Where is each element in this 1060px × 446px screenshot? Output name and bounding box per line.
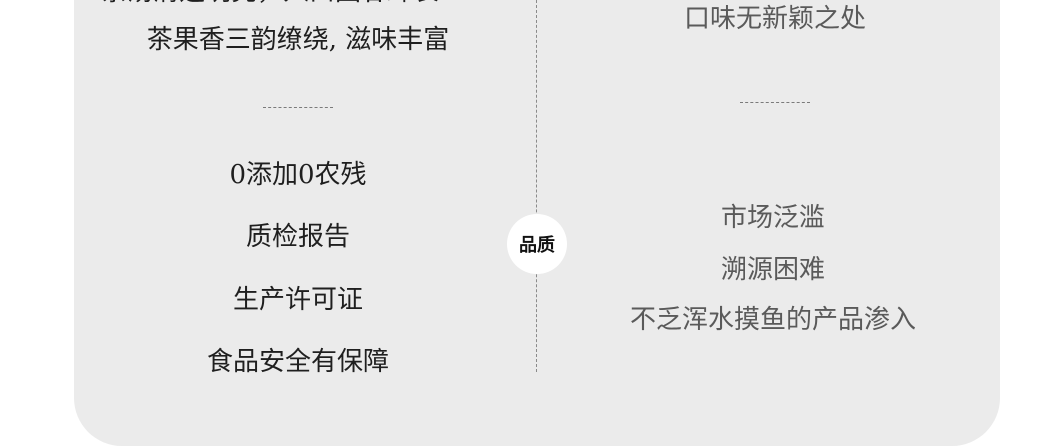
right-divider	[740, 102, 810, 103]
left-divider	[263, 107, 333, 108]
left-feature-production-license: 生产许可证	[232, 285, 364, 315]
left-clipped-text: 茶汤清透明亮，入口回甘绵长	[101, 0, 439, 8]
center-divider	[536, 0, 537, 372]
left-flavor-text: 茶果香三韵缭绕, 滋味丰富	[146, 25, 450, 55]
right-issue-counterfeits: 不乏浑水摸鱼的产品渗入	[629, 305, 917, 335]
right-flavor-text: 口味无新颖之处	[683, 4, 867, 34]
left-feature-quality-report: 质检报告	[245, 222, 351, 252]
right-issue-traceability: 溯源困难	[720, 255, 826, 285]
right-issue-market-flood: 市场泛滥	[720, 203, 826, 233]
left-feature-no-additives: 0添加0农残	[229, 160, 367, 190]
quality-badge: 品质	[507, 214, 567, 274]
left-feature-food-safety: 食品安全有保障	[206, 347, 390, 377]
